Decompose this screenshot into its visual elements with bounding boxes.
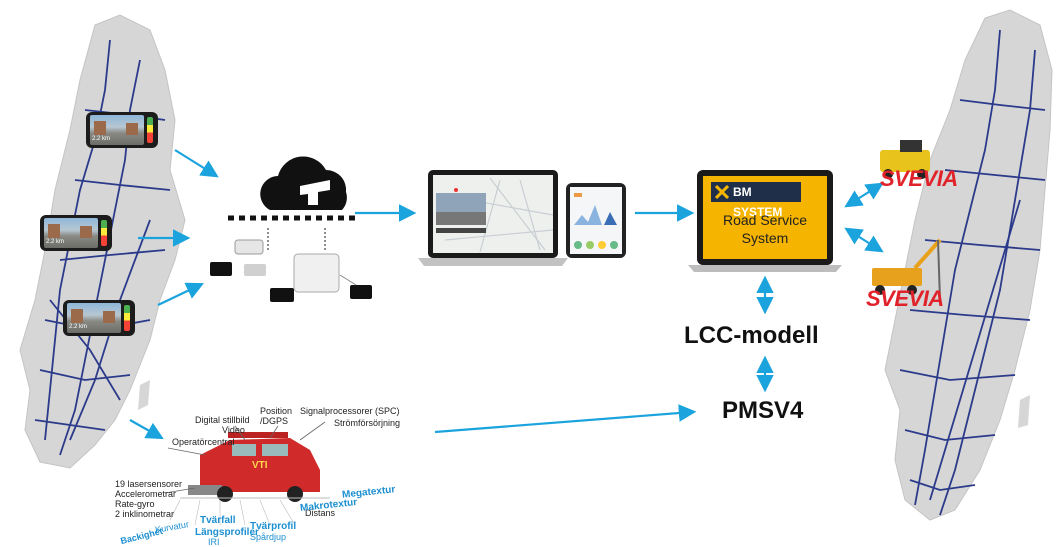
phone-camera-2: 2.2 km: [40, 215, 112, 251]
label-video: Video: [222, 425, 245, 435]
drill-rig-icon: [872, 238, 942, 301]
arrow-map-vehicle: [129, 419, 164, 440]
paver-machine-icon: [880, 140, 930, 179]
sweden-map-right: [884, 9, 1053, 521]
bm-road-service-panel: BM SYSTEM Road Service System: [703, 176, 827, 259]
label-langsprofiler: Längsprofiler: [195, 527, 259, 538]
measurement-vehicle-icon: [164, 421, 330, 526]
cloud-platform-icon: [228, 156, 355, 250]
label-accelerometrar: Accelerometrar: [115, 489, 177, 499]
phone-camera-1: 2.2 km: [86, 112, 158, 148]
label-tvarfall: Tvärfall: [200, 515, 236, 526]
svevia-logo-bottom: SVEVIA: [866, 286, 944, 311]
phone-readout: 2.2 km: [69, 324, 88, 330]
label-digital-stillbild: Digital stillbild: [195, 415, 250, 425]
road-service-line2: System: [741, 230, 789, 246]
phone-readout: 2.2 km: [46, 239, 65, 245]
label-iri: IRI: [208, 537, 220, 547]
label-lasersensorer: 19 lasersensorer: [115, 479, 183, 489]
label-inklinometrar: 2 inklinometrar: [115, 509, 175, 519]
label-position: Position: [260, 406, 293, 416]
tablet-dashboard: [566, 183, 626, 258]
label-stromforsorjning: Strömförsörjning: [334, 418, 401, 428]
device-sensors-icon: [210, 239, 372, 302]
arrow-bm-svevia-top: [844, 182, 884, 208]
lcc-model-label: LCC-modell: [684, 322, 819, 349]
bm-x-logo-icon: [715, 185, 729, 199]
label-operatorcentral: Operatörcentral: [172, 437, 235, 447]
phone-camera-3: 2.2 km: [63, 300, 135, 336]
bm-system-logo-text: BM SYSTEM: [733, 185, 783, 219]
label-tvarprofil: Tvärprofil: [250, 521, 297, 532]
label-spardjup: Spårdjup: [250, 532, 287, 542]
phone-readout: 2.2 km: [92, 136, 111, 142]
vehicle-tag: VTI: [252, 460, 268, 471]
pmsv4-label: PMSV4: [722, 397, 804, 424]
arrow-phone1-cloud: [174, 149, 219, 178]
arrow-vehicle-pmsv4: [434, 404, 697, 434]
label-signalprocessorer: Signalprocessorer (SPC): [300, 406, 400, 416]
arrow-bm-svevia-bottom: [844, 227, 884, 253]
label-distans: Distans: [305, 508, 336, 518]
label-dgps: /DGPS: [260, 416, 289, 426]
svevia-logo-top: SVEVIA: [880, 166, 958, 191]
bm-system-logo: BM SYSTEM: [711, 182, 801, 219]
road-service-line1: Road Service: [722, 212, 808, 228]
arrow-phone3-cloud: [157, 282, 204, 306]
laptop-map-app: [418, 170, 568, 266]
label-rate-gyro: Rate-gyro: [115, 499, 155, 509]
